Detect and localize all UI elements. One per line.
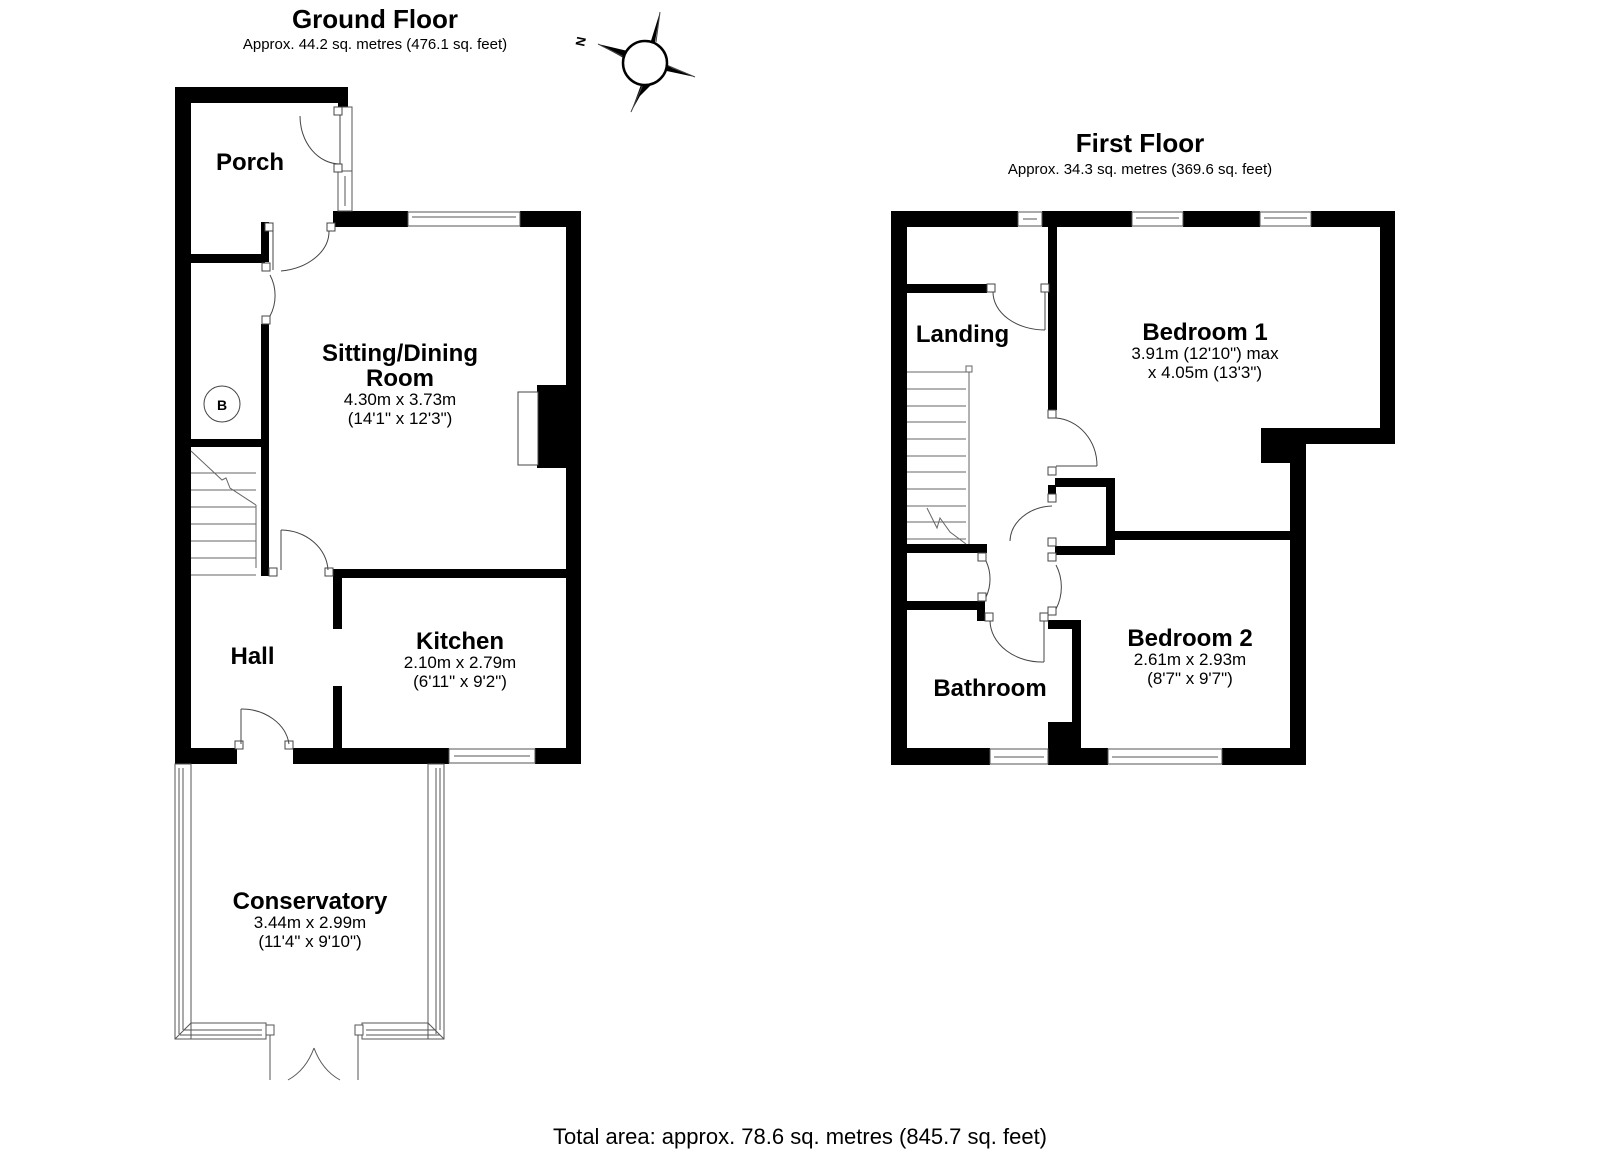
room-label-bathroom: Bathroom	[933, 675, 1047, 702]
room-label-porch: Porch	[215, 149, 284, 176]
room-label-conservatory: Conservatory 3.44m x 2.99m (11'4" x 9'10…	[232, 888, 388, 951]
conservatory-frame	[174, 763, 445, 1081]
boiler-symbol: B	[203, 385, 241, 423]
first-floor-area: Approx. 34.3 sq. metres (369.6 sq. feet)	[1007, 161, 1273, 178]
room-label-bedroom-2: Bedroom 2 2.61m x 2.93m (8'7" x 9'7")	[1127, 625, 1253, 688]
first-floor-doors	[977, 283, 1098, 663]
room-label-sitting-dining: Sitting/Dining Room 4.30m x 3.73m (14'1"…	[322, 340, 478, 429]
first-floor-walls	[891, 211, 1395, 765]
first-floor-title: First Floor	[1075, 128, 1205, 158]
ground-floor-windows	[337, 106, 536, 764]
room-label-hall: Hall	[230, 643, 275, 670]
first-floor-stairs	[907, 365, 973, 545]
first-floor-windows	[989, 211, 1312, 765]
fireplace-hearth	[517, 391, 539, 466]
room-label-landing: Landing	[915, 321, 1010, 348]
ground-floor-area: Approx. 44.2 sq. metres (476.1 sq. feet)	[242, 36, 508, 53]
ground-floor-stairs	[190, 450, 257, 576]
compass-rose-icon	[597, 11, 696, 113]
room-label-bedroom-1: Bedroom 1 3.91m (12'10") max x 4.05m (13…	[1131, 319, 1279, 382]
total-area: Total area: approx. 78.6 sq. metres (845…	[552, 1124, 1048, 1149]
ground-floor-title: Ground Floor	[291, 4, 459, 34]
svg-text:B: B	[217, 397, 227, 413]
ground-floor-doors	[234, 106, 343, 750]
ground-floor-walls	[175, 87, 581, 764]
room-label-kitchen: Kitchen 2.10m x 2.79m (6'11" x 9'2")	[403, 628, 517, 691]
